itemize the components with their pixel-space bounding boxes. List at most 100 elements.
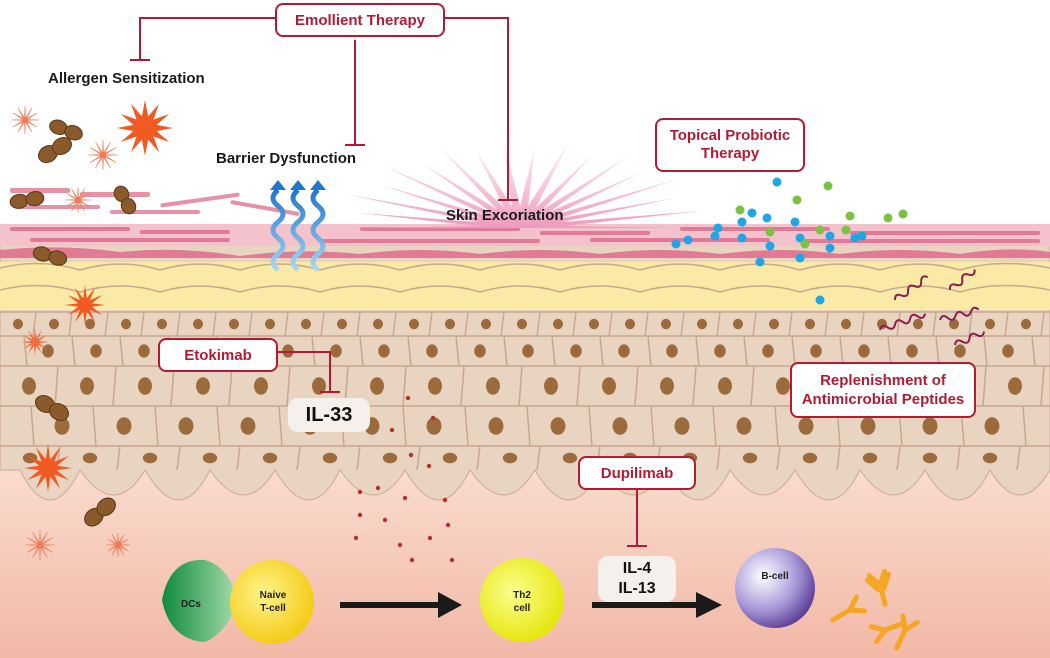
peanut-allergen-icons [9, 119, 137, 527]
il33-particle [445, 522, 451, 528]
th2-line1: Th2 [513, 590, 531, 601]
dupilimab-box[interactable]: Dupilimab [578, 456, 696, 490]
nucleus [602, 377, 616, 395]
nucleus [742, 452, 758, 464]
il33-particle [389, 427, 395, 433]
nucleus [262, 452, 278, 464]
nucleus [378, 344, 390, 358]
b-cell-label: B-cell [761, 571, 789, 582]
naive-t-cell [230, 560, 314, 644]
nucleus [486, 377, 500, 395]
allergen-star-icon [24, 444, 72, 492]
probiotic-dot [850, 233, 860, 243]
nucleus [714, 344, 726, 358]
th2-line2: cell [513, 603, 531, 614]
nucleus [660, 377, 674, 395]
probiotic-dot [815, 225, 825, 235]
il4-label: IL-4 [622, 560, 652, 577]
naive-t-cell-label: Naive T-cell [248, 589, 298, 615]
nucleus [196, 377, 210, 395]
probiotic-dot [857, 231, 867, 241]
nucleus [330, 344, 342, 358]
nucleus [254, 377, 268, 395]
allergen-star-icon [21, 328, 49, 356]
il33-particles [353, 395, 455, 563]
nucleus [229, 318, 239, 330]
nucleus [370, 377, 384, 395]
nucleus [445, 318, 455, 330]
probiotic-dot [898, 209, 908, 219]
probiotic-dot [735, 205, 745, 215]
probiotic-dot [823, 181, 833, 191]
nucleus [858, 344, 870, 358]
probiotic-dot [713, 223, 723, 233]
nucleus [862, 452, 878, 464]
nucleus [805, 318, 815, 330]
nucleus [612, 417, 628, 435]
nucleus [589, 318, 599, 330]
nucleus [954, 344, 966, 358]
nucleus [82, 452, 98, 464]
nucleus [810, 344, 822, 358]
nucleus [661, 318, 671, 330]
probiotic-dot [825, 231, 835, 241]
nucleus [49, 318, 59, 330]
inhibition-connectors [130, 17, 647, 547]
nucleus [906, 344, 918, 358]
nucleus [138, 344, 150, 358]
nucleus [85, 318, 95, 330]
il33-particle [357, 489, 363, 495]
il33-particle [408, 452, 414, 458]
nucleus [982, 452, 998, 464]
nucleus [488, 417, 504, 435]
nucleus [517, 318, 527, 330]
nucleus [674, 417, 690, 435]
nucleus [428, 377, 442, 395]
nucleus [718, 377, 732, 395]
probiotic-dot [845, 211, 855, 221]
antibody-icons [830, 568, 920, 651]
barrier-dysfunction-waves-icon [270, 180, 326, 272]
antimicrobial-peptides-box[interactable]: Replenishment of Antimicrobial Peptides [790, 362, 976, 418]
nucleus [22, 377, 36, 395]
allergen-icons [10, 100, 173, 561]
nucleus [142, 452, 158, 464]
nucleus [426, 344, 438, 358]
nucleus [502, 452, 518, 464]
nucleus [550, 417, 566, 435]
skin-excoriation-label: Skin Excoriation [446, 207, 564, 224]
probiotic-dot [772, 177, 782, 187]
probiotic-dot [790, 217, 800, 227]
nucleus [798, 417, 814, 435]
nucleus [13, 318, 23, 330]
nucleus [877, 318, 887, 330]
nucleus [1008, 377, 1022, 395]
nucleus [178, 417, 194, 435]
il4-il13-box: IL-4 IL-13 [598, 556, 676, 602]
il33-particle [427, 535, 433, 541]
nucleus [265, 318, 275, 330]
emollient-therapy-box[interactable]: Emollient Therapy [275, 3, 445, 37]
etokimab-box[interactable]: Etokimab [158, 338, 278, 372]
nucleus [949, 318, 959, 330]
il33-particle [375, 485, 381, 491]
dendritic-cell [162, 559, 238, 642]
nucleus [1002, 344, 1014, 358]
il33-particle [405, 395, 411, 401]
nucleus [985, 318, 995, 330]
b-cell [735, 548, 815, 628]
probiotic-dot [747, 208, 757, 218]
nucleus [553, 318, 563, 330]
nucleus [570, 344, 582, 358]
emollient-therapy-label: Emollient Therapy [294, 11, 426, 29]
nucleus [666, 344, 678, 358]
allergen-star-icon [87, 139, 119, 171]
topical-probiotic-therapy-box[interactable]: Topical Probiotic Therapy [655, 118, 805, 172]
nucleus [54, 417, 70, 435]
probiotic-dot [825, 243, 835, 253]
nucleus [116, 417, 132, 435]
nucleus [409, 318, 419, 330]
nucleus [481, 318, 491, 330]
